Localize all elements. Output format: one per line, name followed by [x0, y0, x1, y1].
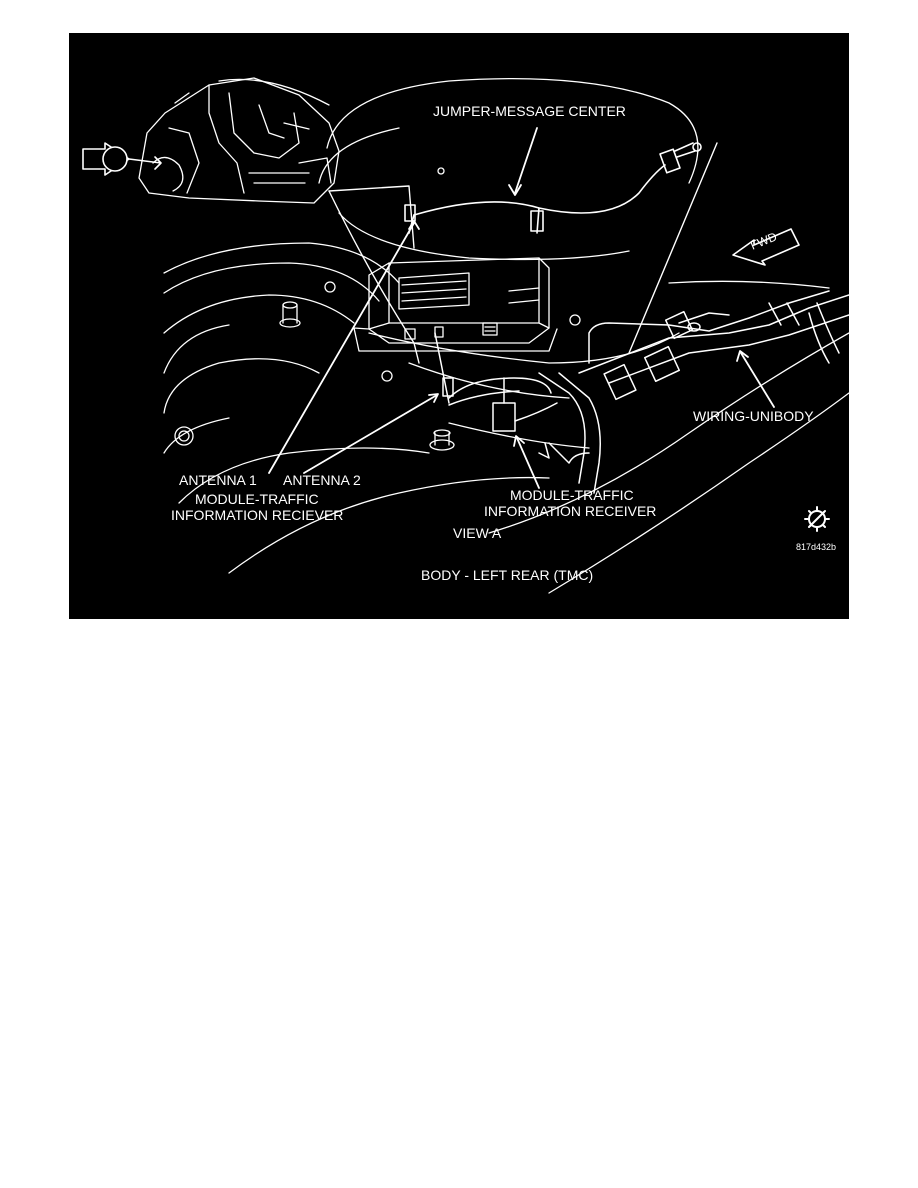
figure-code: 817d432b	[796, 537, 836, 553]
jumper-message-center-label: JUMPER-MESSAGE CENTER	[433, 103, 626, 119]
tmc-module	[353, 257, 558, 352]
gear-logo-icon	[804, 506, 830, 532]
service-diagram: JUMPER-MESSAGE CENTER A FWD WIRING-UNIBO…	[69, 33, 849, 619]
antenna-1-label: ANTENNA 1	[179, 472, 257, 488]
module-right-label-line1: MODULE-TRAFFIC	[510, 487, 634, 503]
figure-caption: BODY - LEFT REAR (TMC)	[421, 567, 594, 583]
antenna-leads	[434, 332, 558, 459]
antenna-2-label: ANTENNA 2	[283, 472, 361, 488]
module-left-label-line2: INFORMATION RECIEVER	[171, 507, 344, 523]
view-a-callout	[82, 142, 162, 176]
wiring-unibody-label: WIRING-UNIBODY	[693, 408, 814, 424]
spare-tire-well	[318, 78, 699, 261]
figure-code-text: 817d432b	[796, 542, 837, 552]
fwd-arrow-icon	[732, 228, 800, 266]
view-a-callout-letter: A	[108, 151, 117, 165]
view-a-label: VIEW A	[453, 525, 502, 541]
jumper-cable	[404, 142, 702, 234]
unibody-wiring-harness	[538, 290, 849, 494]
module-left-label-line1: MODULE-TRAFFIC	[195, 491, 319, 507]
zoom-lines	[328, 142, 718, 364]
vehicle-inset-drawing	[138, 77, 340, 204]
diagram-artwork	[82, 77, 849, 594]
module-right-label-line2: INFORMATION RECEIVER	[484, 503, 657, 519]
leader-arrows	[268, 127, 775, 489]
stud-posts	[174, 281, 581, 451]
